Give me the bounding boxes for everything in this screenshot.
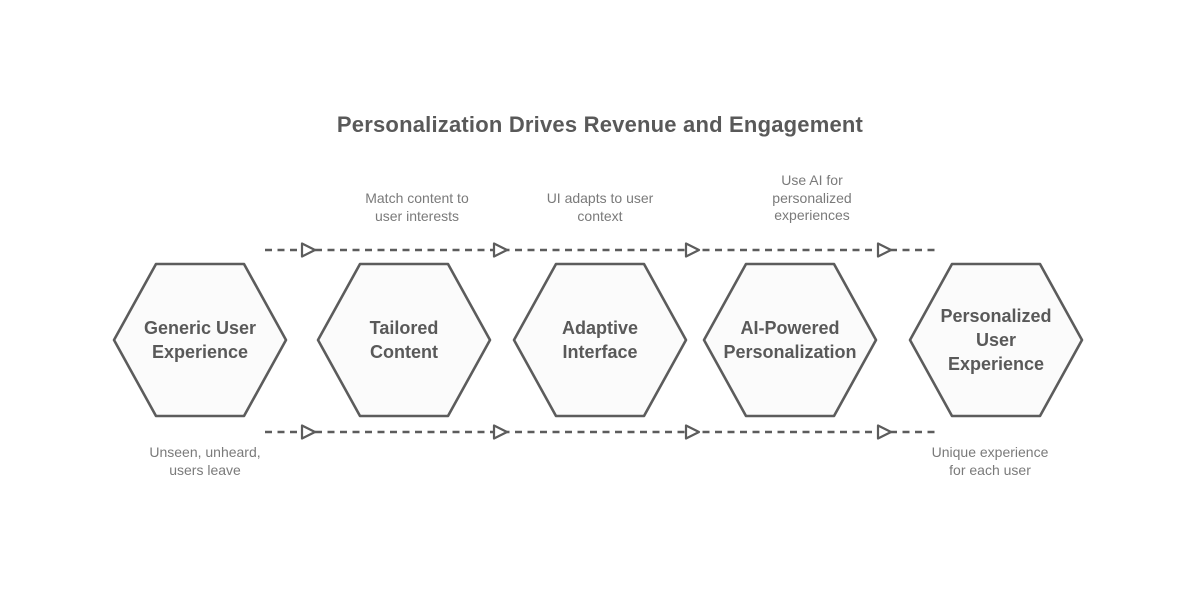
node-label: Tailored Content <box>369 318 439 362</box>
hexagon-shape <box>112 262 288 418</box>
arrowhead-icon <box>492 424 509 440</box>
node-label: Adaptive Interface <box>561 318 639 362</box>
annotation-match-content: Match content to user interests <box>365 190 469 224</box>
diagram-title: Personalization Drives Revenue and Engag… <box>336 112 864 137</box>
node-personalized-user-experience: Personalized User Experience <box>906 262 1086 418</box>
top-flow-arrow <box>265 242 940 258</box>
arrowhead-icon <box>300 424 317 440</box>
arrowhead-icon <box>684 242 701 258</box>
hexagon-shape <box>908 262 1084 418</box>
bottom-flow-arrow <box>265 424 940 440</box>
annotation-ui-adapts: UI adapts to user context <box>546 190 654 224</box>
node-adaptive-interface: Adaptive Interface <box>512 262 688 418</box>
arrowhead-icon <box>684 424 701 440</box>
hexagon-shape <box>512 262 688 418</box>
arrowhead-icon <box>876 424 893 440</box>
node-label: Personalized User Experience <box>940 306 1052 374</box>
node-tailored-content: Tailored Content <box>316 262 492 418</box>
node-ai-powered-personalization: AI-Powered Personalization <box>702 262 878 418</box>
annotation-unique-experience: Unique experience for each user <box>931 444 1049 478</box>
node-label: Generic User Experience <box>143 318 257 362</box>
annotation-use-ai: Use AI for personalized experiences <box>772 172 852 223</box>
node-label: AI-Powered Personalization <box>723 318 857 362</box>
hexagon-shape <box>316 262 492 418</box>
annotation-unseen-unheard: Unseen, unheard, users leave <box>149 444 261 478</box>
arrowhead-icon <box>492 242 509 258</box>
hexagon-shape <box>702 262 878 418</box>
node-generic-user-experience: Generic User Experience <box>112 262 288 418</box>
arrowhead-icon <box>300 242 317 258</box>
arrowhead-icon <box>876 242 893 258</box>
